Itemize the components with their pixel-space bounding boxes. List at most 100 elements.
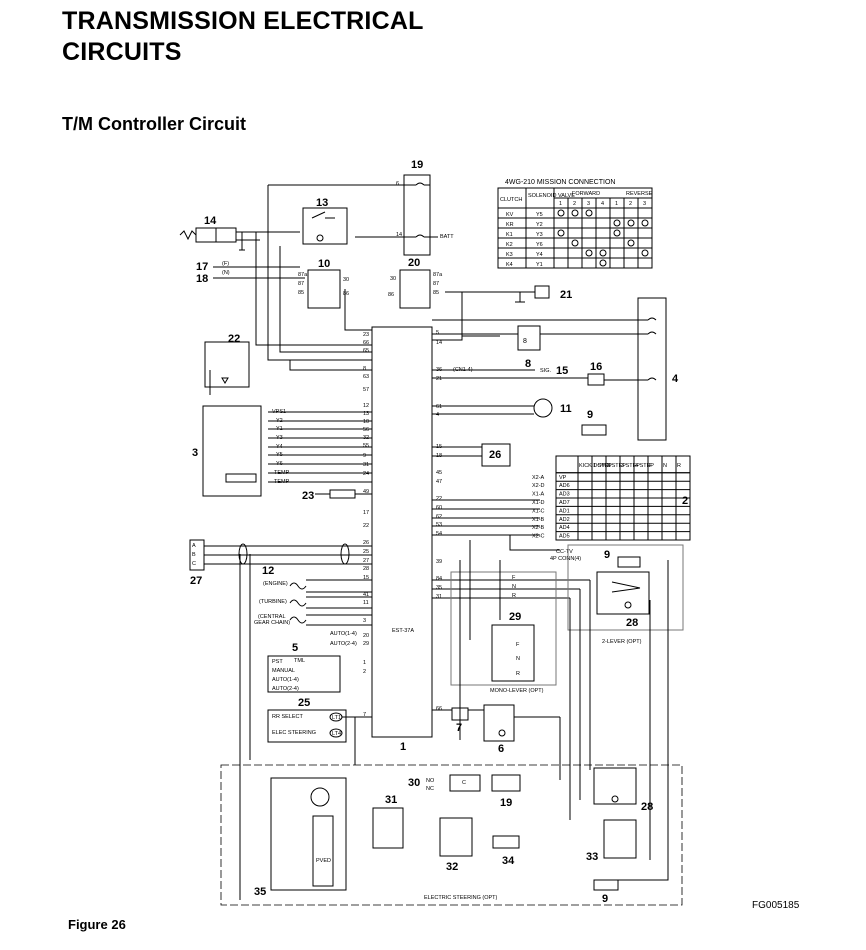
resistor-23: [329, 489, 356, 499]
mission-mark: [585, 249, 593, 257]
pin-label: 26: [363, 540, 369, 546]
relay-pin: 30: [343, 277, 349, 283]
pin-label: 66: [436, 706, 442, 712]
kick-sig: AD7: [559, 500, 570, 506]
switch-28-b: [593, 767, 637, 805]
number-5: 5: [292, 642, 298, 654]
lamp-icon: [624, 601, 632, 609]
mission-valve: Y1: [536, 262, 543, 268]
number-7: 7: [456, 722, 462, 734]
switch-icon: [611, 581, 641, 593]
kick-header: 2 STEP: [607, 463, 626, 469]
pin-label: 49: [363, 489, 369, 495]
nc-label: NC: [426, 786, 434, 792]
kick-pin: X2-A: [532, 475, 545, 481]
figure-code: FG005185: [752, 900, 800, 911]
lt4-label: LT4: [332, 731, 341, 737]
relay-31: [372, 807, 404, 849]
wire: [432, 709, 560, 718]
gauge-11: [533, 398, 553, 418]
spring-icon: [179, 230, 197, 241]
pst-label: PST: [272, 659, 283, 665]
relay-pin: 87a: [298, 272, 308, 278]
number-8: 8: [525, 358, 531, 370]
relay-33: [603, 819, 637, 859]
pin-label: 63: [363, 374, 369, 380]
pin-label: 10: [363, 419, 369, 425]
number-2: 2: [682, 495, 688, 507]
relay-pin: 86: [343, 291, 349, 297]
wire: [432, 446, 482, 457]
number-35: 35: [254, 886, 266, 898]
engine-label: (ENGINE): [263, 581, 288, 587]
no-label: NO: [426, 778, 435, 784]
relay-pin: 86: [388, 292, 394, 298]
lamp-lt4-icon: [329, 728, 343, 738]
number-12: 12: [262, 565, 274, 577]
number-17: 17: [196, 261, 208, 273]
relay-10: [307, 269, 341, 309]
wire: [355, 234, 438, 238]
valve-14: [195, 227, 217, 243]
pin-label: 21: [436, 376, 442, 382]
switch-9-c: [593, 879, 619, 891]
mission-mark: [571, 209, 579, 217]
mode-switch-5: [267, 655, 341, 693]
kick-sig: VP: [559, 475, 567, 481]
number-9: 9: [587, 409, 593, 421]
kick-pin: X2-B: [532, 525, 545, 531]
pin-label: 39: [436, 559, 442, 565]
pin-label: 20: [363, 633, 369, 639]
mission-table-title: 4WG-210 MISSION CONNECTION: [505, 179, 615, 186]
number-26: 26: [489, 449, 501, 461]
relay-pin: 87a: [433, 272, 443, 278]
pin-label: 1: [363, 660, 366, 666]
pved-label: PVED: [316, 858, 331, 864]
pin-label: 14: [436, 340, 442, 346]
input-n-label: (N): [222, 270, 230, 276]
pin-label: 11: [363, 600, 369, 606]
mission-mark: [627, 219, 635, 227]
page-title-line2: CIRCUITS: [62, 38, 182, 66]
pin-label: 23: [363, 332, 369, 338]
pin-label: 8: [363, 366, 366, 372]
number-18: 18: [196, 273, 208, 285]
mission-mark: [641, 219, 649, 227]
kick-sig: AD2: [559, 517, 570, 523]
kick-header: N: [663, 463, 667, 469]
relay-pin: 87: [298, 281, 304, 287]
kick-header: F: [649, 463, 653, 469]
switch-9: [617, 556, 641, 568]
display-digit: 8: [523, 338, 527, 345]
pin-label: 15: [363, 575, 369, 581]
number-25: 25: [298, 697, 310, 709]
lamp-icon: [316, 234, 324, 242]
mission-gear-header: 3: [587, 201, 590, 207]
mission-header-reverse: REVERSE: [626, 191, 653, 197]
number-33: 33: [586, 851, 598, 863]
n-label: N: [512, 584, 516, 590]
pin-label: 27: [363, 558, 369, 564]
cctv-conn-label: 4P CONN(4): [550, 556, 581, 562]
fuse-19b: [491, 774, 521, 792]
auto24-label: AUTO(2-4): [330, 641, 357, 647]
mission-header-clutch: CLUTCH: [500, 197, 522, 203]
mission-clutch: K3: [506, 252, 513, 258]
pin-label: 22: [363, 523, 369, 529]
relay-20: [399, 269, 431, 309]
mission-gear-header: 4: [601, 201, 604, 207]
pved-box: [312, 815, 334, 887]
mission-mark: [641, 249, 649, 257]
relay-22: [204, 341, 250, 388]
two-lever-label: 2-LEVER (OPT): [602, 639, 642, 645]
pin-label: 31: [436, 594, 442, 600]
gauge-icon: [310, 787, 330, 807]
auto14-label: AUTO(1-4): [330, 631, 357, 637]
kick-pin: X2-D: [532, 483, 545, 489]
wire-harness: [559, 560, 669, 881]
fnr-r: R: [516, 671, 520, 677]
switch-28: [596, 571, 650, 615]
kick-pin: X1-C: [532, 508, 545, 514]
pin-label: 24: [363, 471, 369, 477]
